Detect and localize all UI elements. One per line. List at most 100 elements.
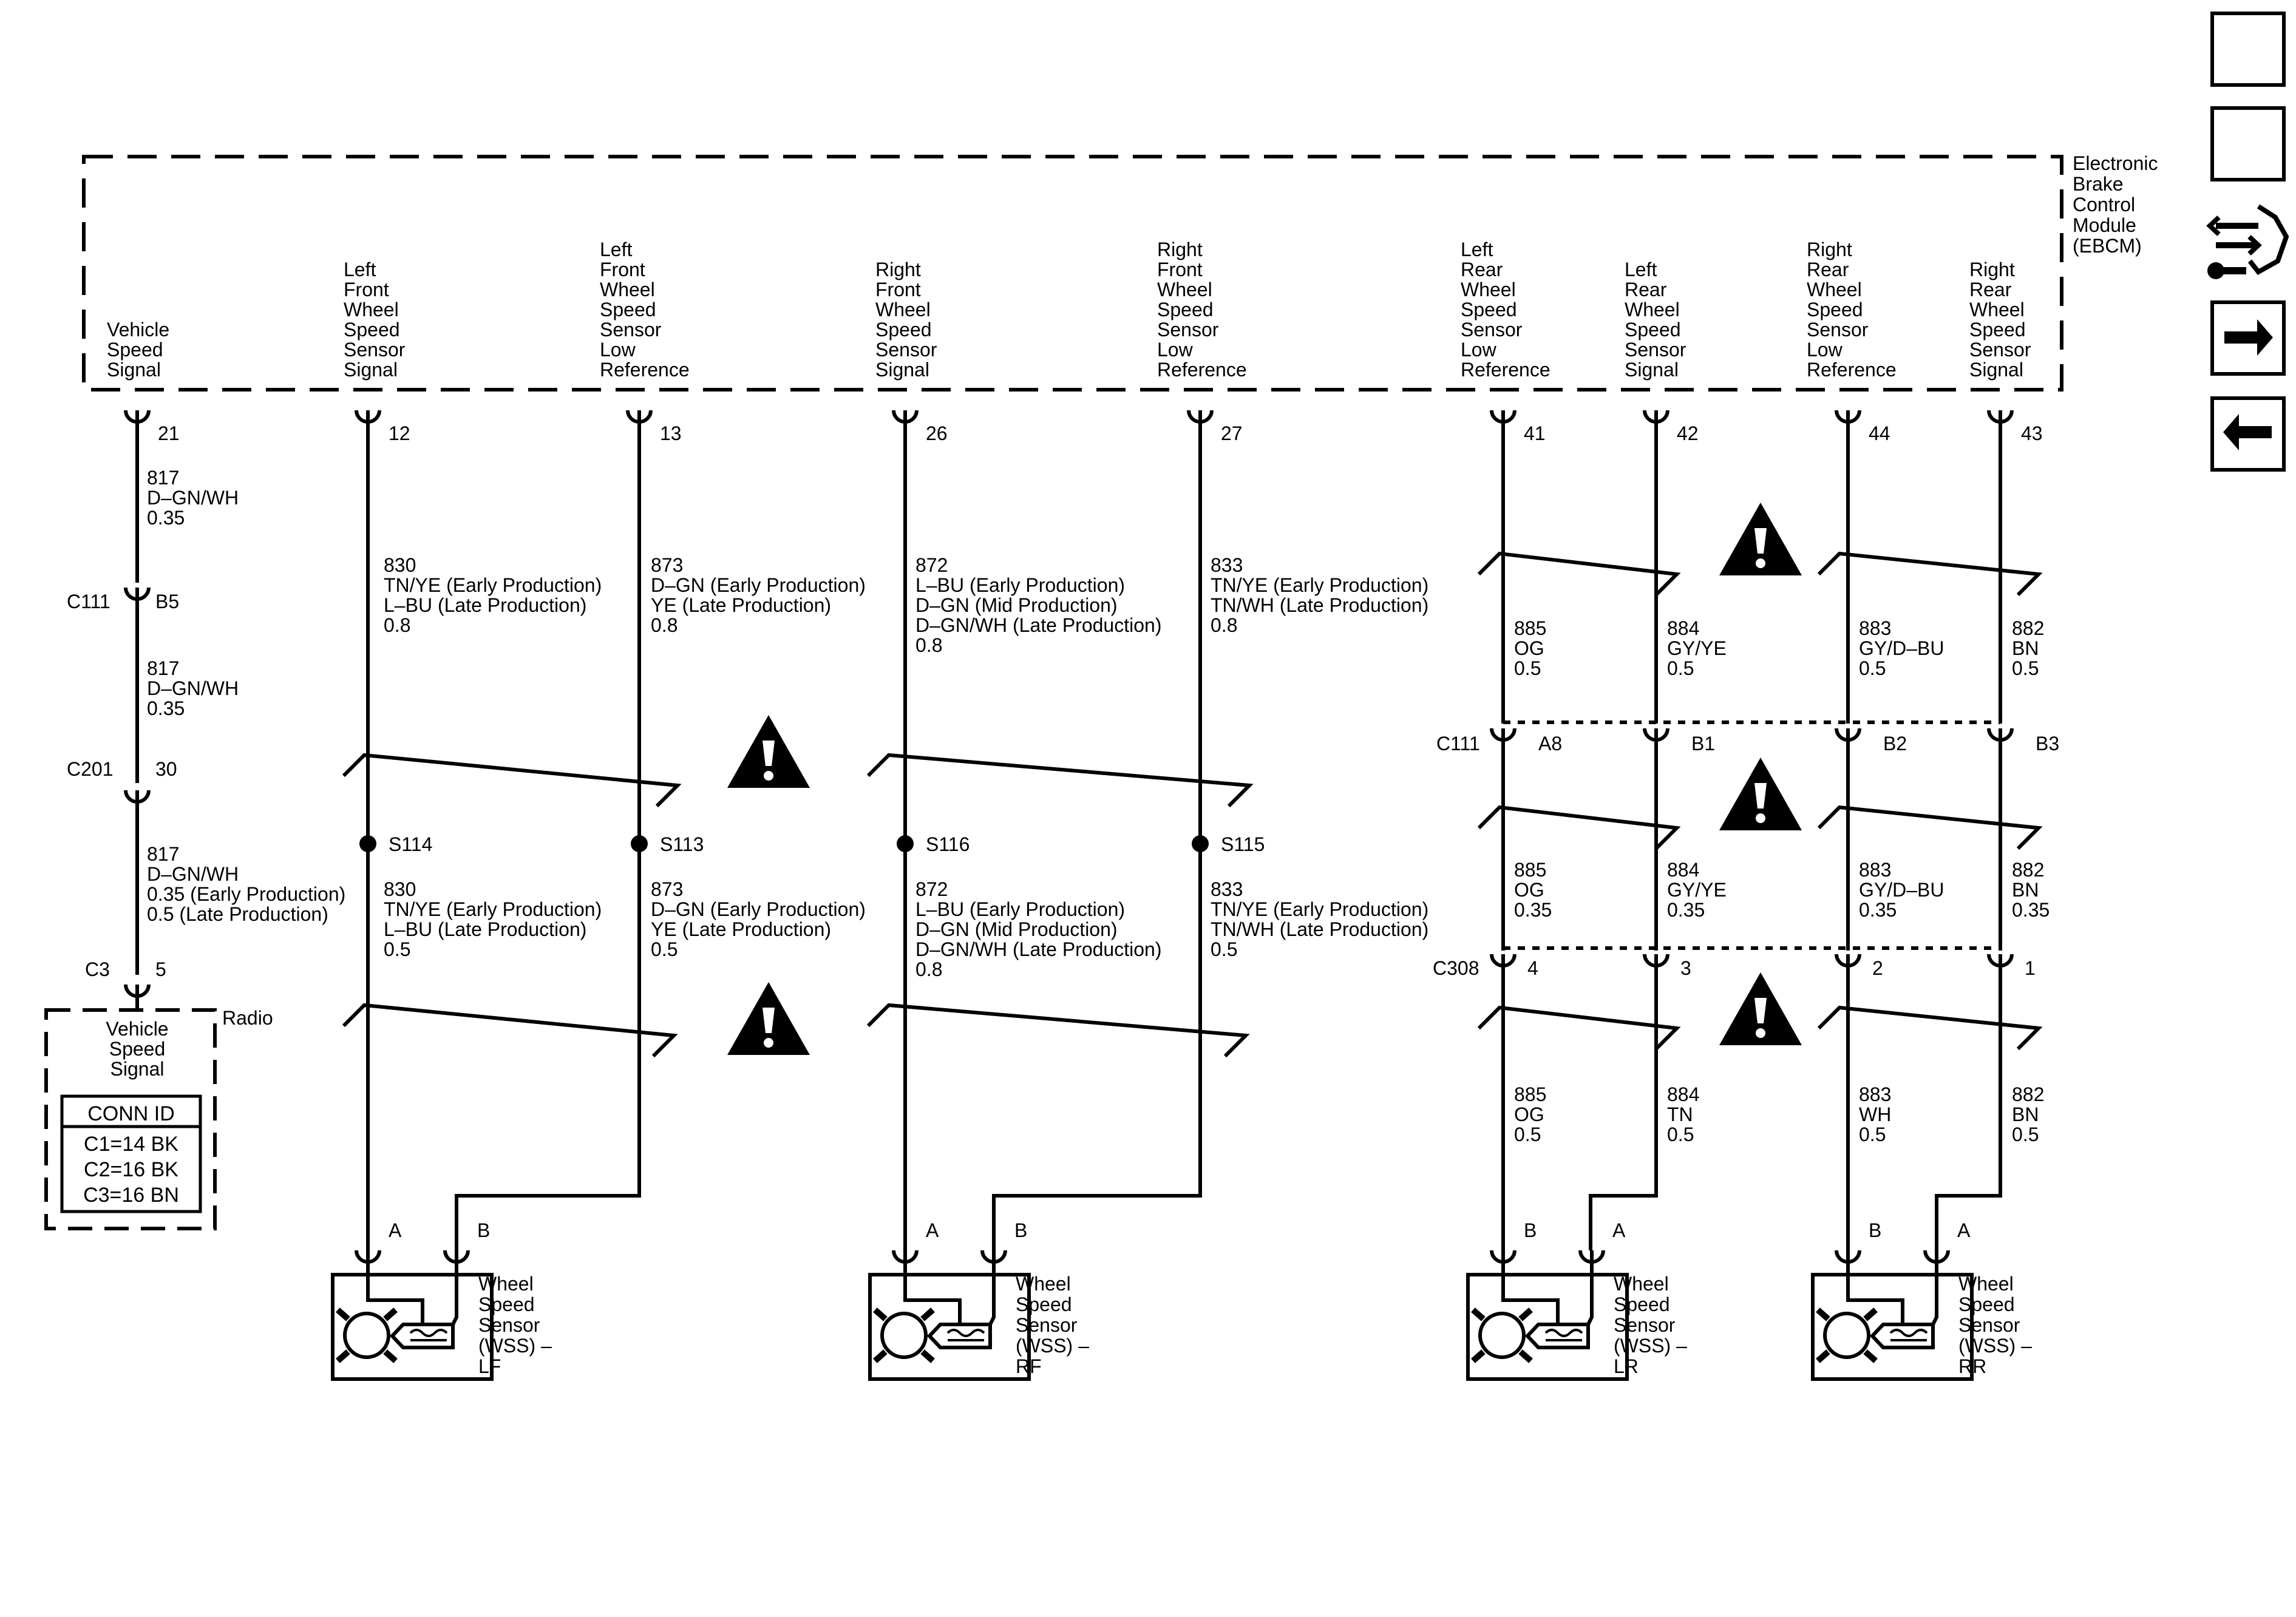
c201-terminal <box>124 790 151 804</box>
wire-label: 0.35 (Early Production) <box>147 883 345 905</box>
sensor-pickup <box>926 1323 992 1349</box>
ebcm-pin: 26 <box>926 422 948 444</box>
terminal-description: Low <box>1157 339 1194 361</box>
sensor-pickup <box>1524 1323 1590 1349</box>
wire-label: 883 <box>1859 859 1891 881</box>
sensor-body <box>331 1273 494 1381</box>
wire-label: 0.5 <box>2012 1124 2039 1145</box>
sensor-label: Speed <box>1958 1293 2015 1315</box>
terminal-description: Wheel <box>1969 299 2025 320</box>
terminal-description: Rear <box>1461 259 1503 280</box>
wire-label: 0.5 (Late Production) <box>147 903 328 925</box>
wire-label: TN/YE (Early Production) <box>384 898 602 920</box>
splice-label: S116 <box>926 833 970 855</box>
wire-label: BN <box>2012 1103 2039 1125</box>
radio-boundary <box>44 1008 217 1230</box>
ebcm-pin: 41 <box>1524 422 1546 444</box>
wire-label: 884 <box>1667 859 1699 881</box>
ebcm-terminal <box>1187 410 1214 424</box>
wire-label: OG <box>1514 1103 1544 1125</box>
sensor-label: Speed <box>478 1293 535 1315</box>
wires <box>135 410 2002 1326</box>
sensor-bolt <box>383 1349 398 1363</box>
terminal-description: Speed <box>344 319 400 341</box>
wire-label: 885 <box>1514 1083 1546 1105</box>
splice-label: S115 <box>1221 833 1265 855</box>
wire-label: 873 <box>651 554 683 576</box>
terminal-description: Left <box>344 259 376 280</box>
terminal-description: Sensor <box>1157 319 1219 341</box>
front-wire <box>455 844 641 1250</box>
sensor-label: LR <box>1614 1355 1639 1377</box>
sensor-label: (WSS) – <box>1016 1335 1089 1357</box>
arrow-right-icon[interactable] <box>2224 319 2273 356</box>
warning-mark <box>763 1008 775 1033</box>
wire-label: 0.35 <box>1859 899 1897 921</box>
terminal-description: Front <box>344 279 389 300</box>
conn-id-row: C1=14 BK <box>84 1133 178 1156</box>
terminal-description: Speed <box>1807 299 1863 320</box>
sensor-pin-label: A <box>1957 1219 1971 1241</box>
warning-mark <box>1754 783 1767 808</box>
terminal-description: Left <box>600 239 632 260</box>
wire-label: 0.5 <box>1514 1124 1541 1145</box>
wire-label: 830 <box>384 878 416 900</box>
loc-button[interactable] <box>2210 12 2286 87</box>
ebcm-label: Control <box>2073 194 2135 215</box>
wire-label: BN <box>2012 879 2039 901</box>
sensor-body <box>868 1273 1031 1381</box>
connector-pin: 2 <box>1872 957 1883 979</box>
wire-label: 817 <box>147 843 179 865</box>
terminal-description: Front <box>1157 259 1203 280</box>
shield-twist <box>342 1003 678 1058</box>
terminal-description: Right <box>1157 239 1203 260</box>
terminal-description: Speed <box>1625 319 1681 341</box>
sensor-wheel <box>880 1312 928 1359</box>
wire-label: D–GN/WH (Late Production) <box>915 938 1161 960</box>
c308-terminal <box>1835 954 1861 968</box>
connector-pin: B2 <box>1883 733 1907 754</box>
c308-terminal <box>1987 954 2014 968</box>
sensor-bolt <box>1816 1307 1830 1321</box>
connector-pin: A8 <box>1538 733 1562 754</box>
terminal-description: Reference <box>1807 359 1897 381</box>
sensor-pin-label: B <box>1014 1219 1027 1241</box>
connector-label: C308 <box>1433 957 1479 979</box>
sensor-terminal <box>892 1250 919 1264</box>
symbols <box>60 410 2014 1381</box>
wire-label: D–GN (Early Production) <box>651 574 866 596</box>
wire-label: 817 <box>147 657 179 679</box>
radio-label: Radio <box>222 1007 273 1029</box>
wire-label: 0.35 <box>147 507 185 529</box>
terminal-description: Wheel <box>875 299 931 320</box>
connector-icon-wrench-head <box>2207 262 2224 279</box>
warning-mark <box>763 741 775 766</box>
c111-rear-terminal <box>1835 728 1861 742</box>
ebcm-terminal <box>626 410 653 424</box>
terminal-description: Low <box>1461 339 1497 361</box>
ebcm-pin: 43 <box>2021 422 2043 444</box>
wire-label: D–GN (Early Production) <box>651 898 866 920</box>
sensor-label: Sensor <box>1016 1314 1078 1336</box>
wire-label: OG <box>1514 879 1544 901</box>
wire-label: 885 <box>1514 617 1546 639</box>
labels: ElectronicBrakeControlModule(EBCM)Vehicl… <box>67 24 2275 1377</box>
rear-wire <box>1589 954 1658 1250</box>
sensor-pin-label: A <box>389 1219 402 1241</box>
wire-label: 872 <box>915 878 948 900</box>
arrow-left-icon[interactable] <box>2223 414 2272 450</box>
terminal-description: Reference <box>600 359 690 381</box>
sensor-label: LF <box>478 1355 501 1377</box>
splice-label: S114 <box>389 833 432 855</box>
wire-label: GY/YE <box>1667 879 1727 901</box>
connector-icon-arrows <box>2206 215 2262 256</box>
connector-icon[interactable] <box>2206 204 2289 279</box>
desc-button[interactable] <box>2210 106 2286 181</box>
sensor-bolt <box>1816 1349 1830 1363</box>
wire-label: 830 <box>384 554 416 576</box>
ebcm-terminal <box>1835 410 1861 424</box>
wire-label: 833 <box>1211 554 1243 576</box>
navigation-panel <box>2206 12 2289 472</box>
ebcm-label: Electronic <box>2073 152 2158 174</box>
